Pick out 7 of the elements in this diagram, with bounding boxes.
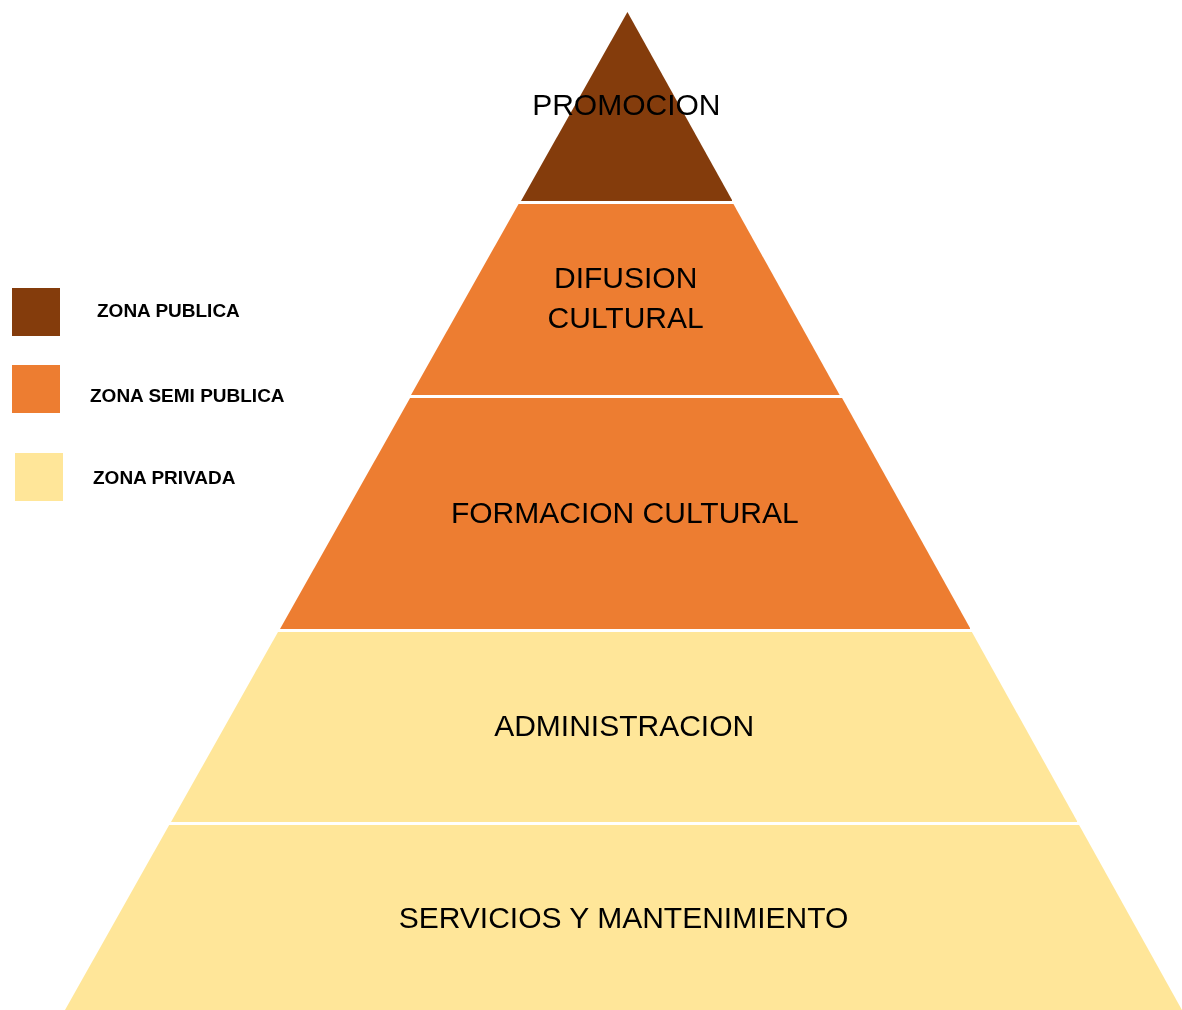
legend-label: ZONA PUBLICA <box>97 300 240 322</box>
tier-label: FORMACION CULTURAL <box>449 495 800 531</box>
legend-label: ZONA PRIVADA <box>93 467 236 489</box>
tier-label: ADMINISTRACION <box>493 708 756 744</box>
tier-label: SERVICIOS Y MANTENIMIENTO <box>397 900 850 936</box>
tier-label: DIFUSION CULTURAL <box>546 260 705 336</box>
legend-label: ZONA SEMI PUBLICA <box>90 385 285 407</box>
